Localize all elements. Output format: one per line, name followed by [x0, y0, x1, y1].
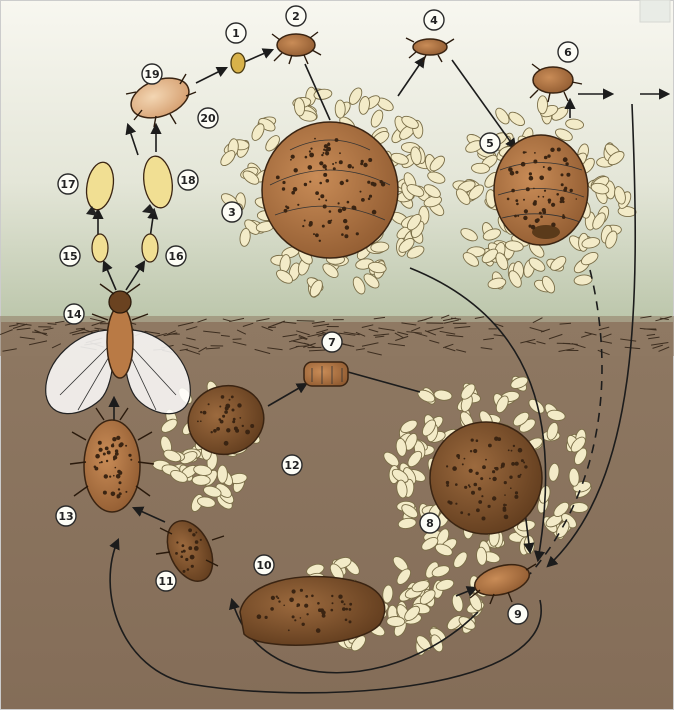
stage-label-number: 6 — [564, 46, 572, 59]
stage-label-number: 19 — [144, 68, 159, 81]
stage-label-number: 12 — [284, 459, 299, 472]
stage-label-14: 14 — [64, 304, 84, 324]
stage-label-9: 9 — [508, 604, 528, 624]
stage-label-18: 18 — [178, 170, 198, 190]
stage-label-number: 7 — [328, 336, 336, 349]
stage-5-mother — [494, 135, 588, 245]
stage-label-number: 20 — [200, 112, 216, 125]
stage-3-stem-mother — [262, 122, 398, 258]
stage-16-nymph — [142, 234, 158, 262]
stage-label-12: 12 — [282, 455, 302, 475]
stage-label-number: 4 — [430, 14, 438, 27]
stage-label-17: 17 — [58, 174, 78, 194]
stage-label-15: 15 — [60, 246, 80, 266]
stage-label-number: 18 — [180, 174, 195, 187]
stage-8-mother — [430, 422, 542, 534]
stage-label-number: 13 — [58, 510, 73, 523]
stage-label-number: 3 — [228, 206, 236, 219]
stage-label-6: 6 — [558, 42, 578, 62]
stage-label-8: 8 — [420, 513, 440, 533]
corner-mark — [640, 0, 670, 22]
stage-15-nymph — [92, 234, 108, 262]
stage-label-number: 10 — [256, 559, 272, 572]
stage-label-19: 19 — [142, 64, 162, 84]
stage-label-3: 3 — [222, 202, 242, 222]
stage-label-16: 16 — [166, 246, 186, 266]
stage-label-number: 16 — [168, 250, 184, 263]
stage-label-number: 8 — [426, 517, 434, 530]
stage-label-11: 11 — [156, 571, 176, 591]
stage-10-mother — [240, 577, 385, 646]
stage-7-aphid — [304, 362, 348, 386]
stage-label-13: 13 — [56, 506, 76, 526]
stage-label-5: 5 — [480, 133, 500, 153]
stage-label-number: 17 — [60, 178, 75, 191]
stage-label-number: 2 — [292, 10, 300, 23]
stage-1-egg — [231, 53, 245, 73]
stage-label-number: 9 — [514, 608, 522, 621]
stage-label-4: 4 — [424, 10, 444, 30]
stage-label-2: 2 — [286, 6, 306, 26]
stage-label-number: 11 — [158, 575, 173, 588]
stage-label-number: 14 — [66, 308, 82, 321]
stage-label-10: 10 — [254, 555, 274, 575]
stage-label-7: 7 — [322, 332, 342, 352]
stage-label-20: 20 — [198, 108, 218, 128]
stage-label-number: 15 — [62, 250, 77, 263]
stage-label-number: 5 — [486, 137, 494, 150]
stage-label-number: 1 — [232, 27, 240, 40]
stage-label-1: 1 — [226, 23, 246, 43]
